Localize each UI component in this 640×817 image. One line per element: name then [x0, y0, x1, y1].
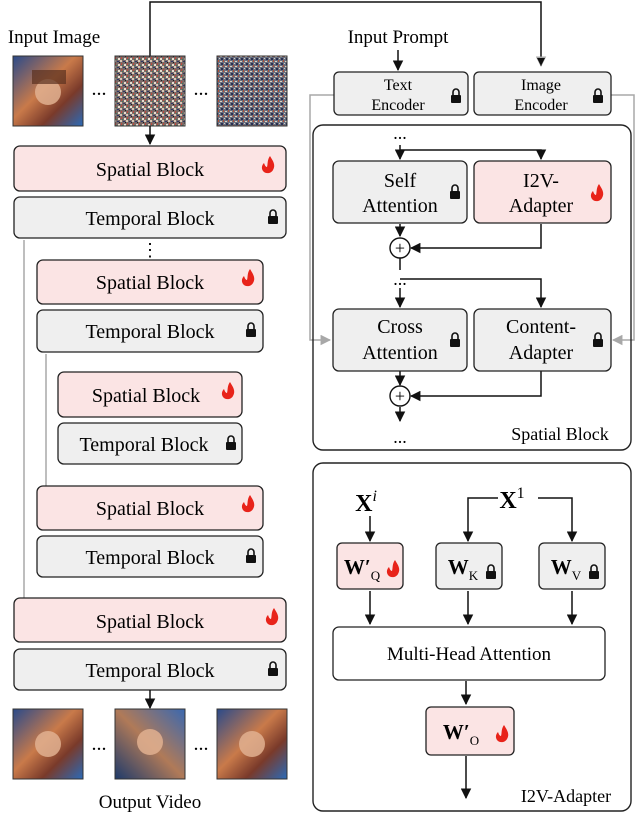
lock-icon — [246, 322, 256, 337]
cross-attention-box — [332, 308, 468, 372]
temporal-block-label: Temporal Block — [85, 547, 214, 569]
frames-ellipsis: ... — [194, 733, 209, 755]
output-video-label: Output Video — [99, 792, 201, 813]
frames-ellipsis: ... — [92, 733, 107, 755]
cross-attention-label: Attention — [362, 342, 438, 364]
flame-icon — [241, 269, 255, 287]
top-ellipsis: ... — [393, 123, 407, 143]
spatial-block-label: Spatial Block — [96, 272, 204, 294]
flame-icon — [386, 560, 400, 578]
spatial-block — [36, 259, 264, 305]
i2v-adapter-label: Adapter — [509, 195, 574, 217]
spatial-block-label: Spatial Block — [92, 385, 200, 407]
temporal-block — [36, 309, 264, 353]
frames-ellipsis: ... — [194, 78, 209, 100]
i2v-adapter-title: I2V-Adapter — [521, 786, 611, 806]
wo-box — [425, 706, 515, 756]
image-to-encoder-line — [149, 1, 547, 84]
image-encoder-label: Image — [521, 77, 561, 94]
flame-icon — [261, 156, 275, 174]
skip-connections — [23, 94, 635, 600]
wo-label: W′O — [443, 720, 479, 748]
spatial-block-label: Spatial Block — [96, 611, 204, 633]
i2v-adapter-label: I2V- — [523, 170, 559, 192]
add-node-symbol: + — [395, 386, 405, 406]
temporal-block — [57, 422, 243, 465]
lock-icon — [268, 209, 278, 224]
i2v-adapter-box — [473, 160, 612, 224]
lock-icon — [589, 564, 599, 579]
spatial-block — [13, 145, 287, 192]
arrowhead — [537, 58, 545, 66]
wv-box — [538, 542, 606, 590]
flame-icon — [241, 495, 255, 513]
image-encoder-box — [473, 71, 612, 116]
spatial-detail-arrows — [394, 145, 547, 423]
text-encoder-label: Text — [384, 77, 413, 94]
flame-icon — [221, 382, 235, 400]
flame-icon — [265, 608, 279, 626]
spatial-block — [57, 371, 243, 418]
self-attention-box — [332, 160, 468, 224]
xi-symbol: Xi — [355, 488, 377, 517]
cross-attention-label: Cross — [377, 316, 423, 338]
temporal-block-label: Temporal Block — [85, 208, 214, 230]
self-attention-label: Attention — [362, 195, 438, 217]
wq-box — [336, 542, 404, 590]
x1-symbol: X1 — [499, 485, 524, 514]
add-node-symbol: + — [395, 238, 405, 258]
temporal-block — [13, 196, 287, 239]
lock-icon — [593, 332, 603, 347]
spatial-block — [36, 485, 264, 531]
input-prompt-label: Input Prompt — [348, 27, 450, 48]
mid-ellipsis: ... — [393, 269, 407, 289]
temporal-block — [36, 535, 264, 578]
wv-label: WV — [551, 555, 582, 583]
spatial-block — [13, 597, 287, 643]
lock-icon — [450, 332, 460, 347]
input-image-label: Input Image — [8, 27, 100, 48]
self-attention-label: Self — [384, 170, 417, 192]
flame-icon — [590, 184, 604, 202]
lock-icon — [451, 88, 461, 103]
spatial-block-title: Spatial Block — [511, 424, 609, 444]
bottom-ellipsis: ... — [393, 427, 407, 447]
content-adapter-box — [473, 308, 612, 372]
vertical-ellipsis: ⋮ — [141, 240, 159, 260]
text-encoder-label: Encoder — [371, 97, 425, 114]
temporal-block-label: Temporal Block — [85, 321, 214, 343]
image-encoder-label: Encoder — [514, 97, 568, 114]
unet-block-stack: Spatial Block Temporal Block ⋮ Spatial B… — [13, 145, 287, 691]
content-adapter-label: Content- — [506, 316, 576, 338]
wq-label: W′Q — [344, 555, 381, 583]
spatial-block-label: Spatial Block — [96, 159, 204, 181]
lock-icon — [268, 661, 278, 676]
temporal-block-label: Temporal Block — [85, 660, 214, 682]
add-node — [389, 385, 411, 407]
multi-head-attention-label: Multi-Head Attention — [387, 644, 552, 665]
temporal-block-label: Temporal Block — [79, 434, 208, 456]
wk-box — [435, 542, 503, 590]
i2v-adapter-detail-panel — [312, 462, 632, 812]
adapter-arrows — [364, 497, 578, 800]
spatial-block-detail-panel — [312, 124, 632, 451]
add-node — [389, 237, 411, 259]
wk-label: WK — [448, 555, 479, 583]
frames-ellipsis: ... — [92, 78, 107, 100]
spatial-block-label: Spatial Block — [96, 498, 204, 520]
output-frames — [12, 708, 288, 780]
lock-icon — [593, 88, 603, 103]
lock-icon — [226, 435, 236, 450]
multi-head-attention-box — [332, 626, 606, 681]
lock-icon — [486, 564, 496, 579]
text-encoder-box — [333, 71, 469, 116]
input-frames — [12, 55, 288, 127]
flame-icon — [495, 725, 509, 743]
lock-icon — [246, 548, 256, 563]
content-adapter-label: Adapter — [509, 342, 574, 364]
lock-icon — [450, 184, 460, 199]
